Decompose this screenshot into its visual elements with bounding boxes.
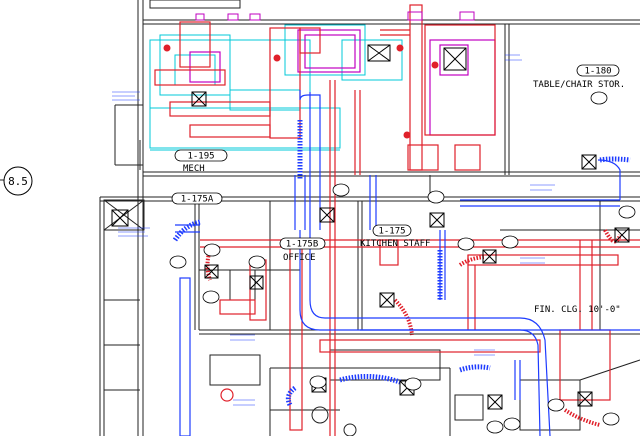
diffuser-tags bbox=[169, 91, 636, 434]
diffuser-icon bbox=[367, 44, 391, 62]
grid-line-label: 8.5 bbox=[8, 175, 28, 188]
damper-icon bbox=[273, 54, 281, 62]
damper-icon bbox=[163, 44, 171, 52]
diffuser-icon bbox=[204, 264, 219, 279]
diffuser-icon bbox=[581, 154, 597, 170]
room-tag-1-175: 1-175 KITCHEN STAFF bbox=[360, 224, 430, 249]
diffuser-icon bbox=[379, 292, 395, 308]
diffuser-icon bbox=[443, 47, 467, 71]
room-number: 1-175B bbox=[286, 240, 319, 250]
room-name: TABLE/CHAIR STOR. bbox=[533, 80, 625, 90]
damper-icon bbox=[431, 61, 439, 69]
diffuser-icon bbox=[429, 212, 445, 228]
cyan-equipment-outlines bbox=[149, 24, 403, 151]
room-name: KITCHEN STAFF bbox=[360, 239, 430, 249]
room-name: OFFICE bbox=[283, 253, 316, 263]
ceiling-note: FIN. CLG. 10'-0" bbox=[534, 305, 621, 315]
return-ductwork bbox=[154, 4, 640, 436]
room-name: MECH bbox=[183, 164, 205, 174]
damper-icons bbox=[163, 44, 439, 139]
diffuser-icon bbox=[249, 275, 264, 290]
diffuser-icon bbox=[487, 394, 503, 410]
room-number: 1-195 bbox=[187, 152, 214, 162]
flex-duct-red bbox=[205, 229, 622, 427]
room-number: 1-180 bbox=[584, 67, 611, 77]
diffuser-icon bbox=[111, 209, 129, 227]
room-tag-1-175a: 1-175A bbox=[171, 192, 223, 205]
diffuser-icon bbox=[319, 207, 335, 223]
room-tag-1-180: 1-180 TABLE/CHAIR STOR. bbox=[533, 64, 625, 90]
room-number: 1-175A bbox=[181, 195, 214, 205]
diffuser-icon bbox=[482, 249, 497, 264]
annotation-notes bbox=[112, 54, 555, 406]
ceiling-height-label: FIN. CLG. 10'-0" bbox=[534, 305, 621, 315]
grid-line-bubble: 8.5 bbox=[3, 166, 33, 196]
room-number: 1-175 bbox=[378, 227, 405, 237]
top-fittings bbox=[195, 11, 475, 21]
diffuser-icon bbox=[577, 391, 593, 407]
diffuser-icon bbox=[191, 91, 207, 107]
damper-icon bbox=[396, 44, 404, 52]
flex-duct-blue bbox=[172, 120, 631, 407]
diffuser-icon bbox=[614, 227, 630, 243]
room-tag-1-195: 1-195 MECH bbox=[174, 149, 228, 174]
damper-icon bbox=[403, 131, 411, 139]
room-tag-1-175b: 1-175B OFFICE bbox=[279, 237, 326, 263]
